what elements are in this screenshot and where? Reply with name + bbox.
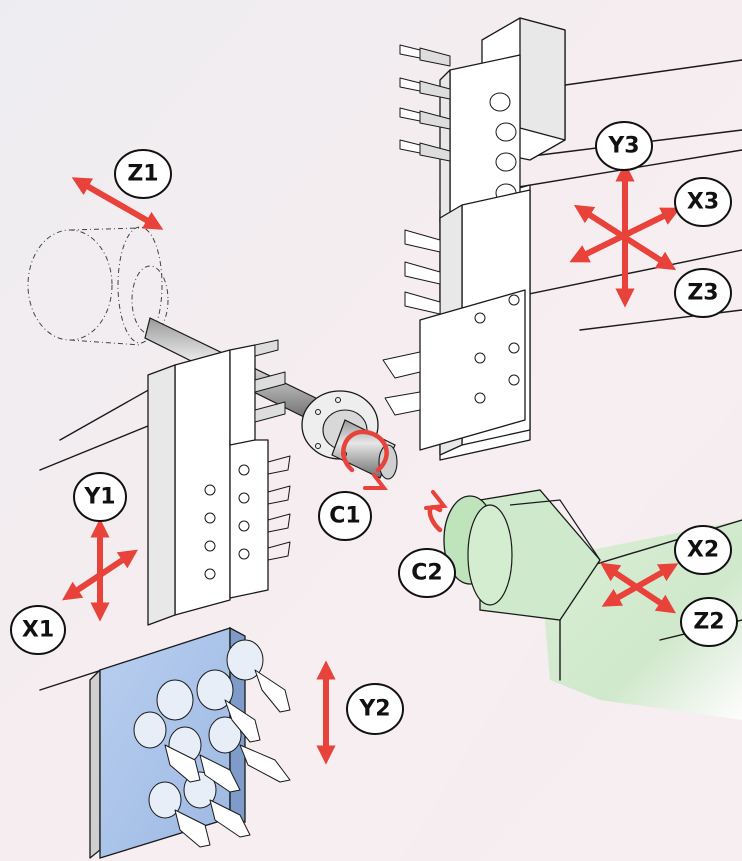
label-z1: Z1 [127, 162, 158, 187]
badge-c1: C1 [318, 491, 372, 541]
badge-z3: Z3 [674, 268, 732, 318]
sub-spindle [443, 489, 742, 720]
z1-arrow [71, 177, 164, 230]
label-x3: X3 [687, 190, 719, 215]
axis-arrows [62, 162, 681, 765]
left-tool-post [27, 226, 398, 626]
label-z2: Z2 [693, 610, 724, 635]
label-y1: Y1 [83, 485, 115, 510]
label-c1: C1 [329, 504, 360, 529]
badge-x3: X3 [674, 177, 732, 227]
badge-y2: Y2 [346, 683, 404, 735]
badge-c2: C2 [398, 548, 456, 598]
badge-x2: X2 [674, 525, 732, 575]
badge-x1: X1 [10, 605, 66, 655]
upper-turret [382, 17, 742, 461]
label-z3: Z3 [687, 281, 718, 306]
x2-arrow [601, 563, 679, 607]
label-c2: C2 [411, 561, 442, 586]
rotation-arrows [341, 429, 448, 533]
badge-z2: Z2 [680, 597, 738, 647]
z3-arrow [573, 204, 677, 271]
x1-arrow [62, 549, 138, 601]
badge-z1: Z1 [114, 149, 172, 199]
label-y2: Y2 [358, 697, 390, 722]
c1-rotation-arrow [341, 429, 389, 473]
label-x2: X2 [687, 538, 719, 563]
badge-y3: Y3 [595, 121, 653, 171]
lower-tool-block [39, 626, 291, 859]
badge-y1: Y1 [73, 472, 127, 522]
label-y3: Y3 [607, 134, 639, 159]
label-x1: X1 [22, 618, 54, 643]
